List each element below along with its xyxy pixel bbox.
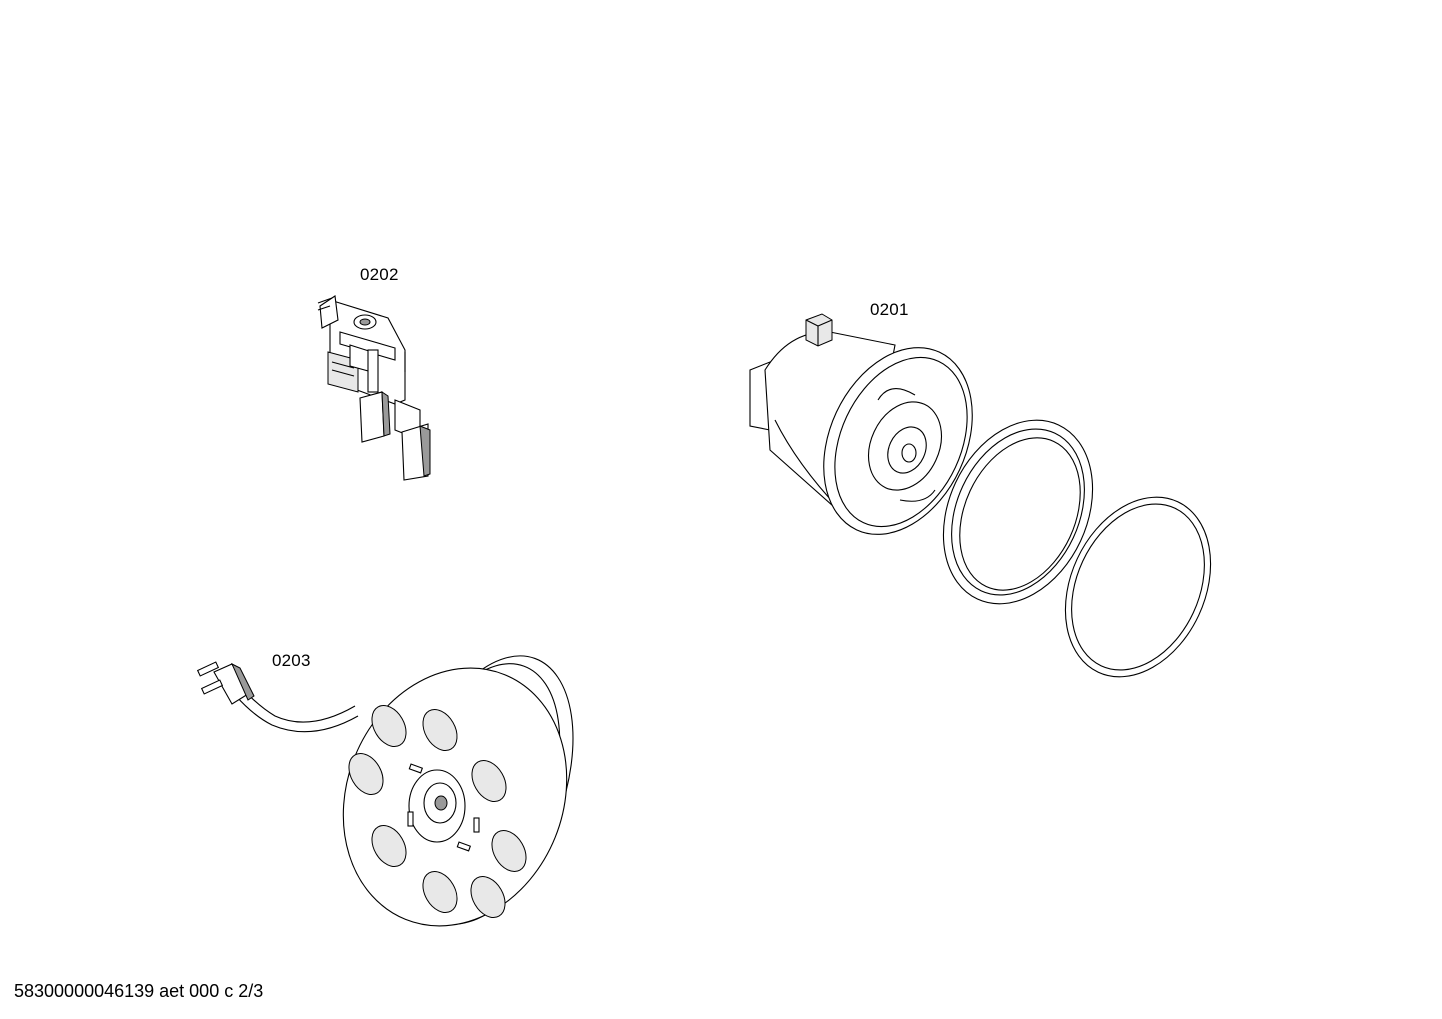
reel-holes — [348, 705, 527, 918]
cable-reel-part[interactable] — [196, 632, 607, 959]
seal-ring-part[interactable] — [915, 396, 1121, 628]
gasket-ring-part[interactable] — [1038, 473, 1239, 700]
motor-part[interactable] — [749, 313, 1001, 559]
part-label-0202[interactable]: 0202 — [360, 265, 399, 284]
document-footer: 58300000046139 aet 000 c 2/3 — [14, 981, 264, 1001]
switch-assembly-part[interactable] — [317, 295, 431, 481]
part-label-0201[interactable]: 0201 — [870, 300, 909, 319]
part-label-0203[interactable]: 0203 — [272, 651, 311, 670]
